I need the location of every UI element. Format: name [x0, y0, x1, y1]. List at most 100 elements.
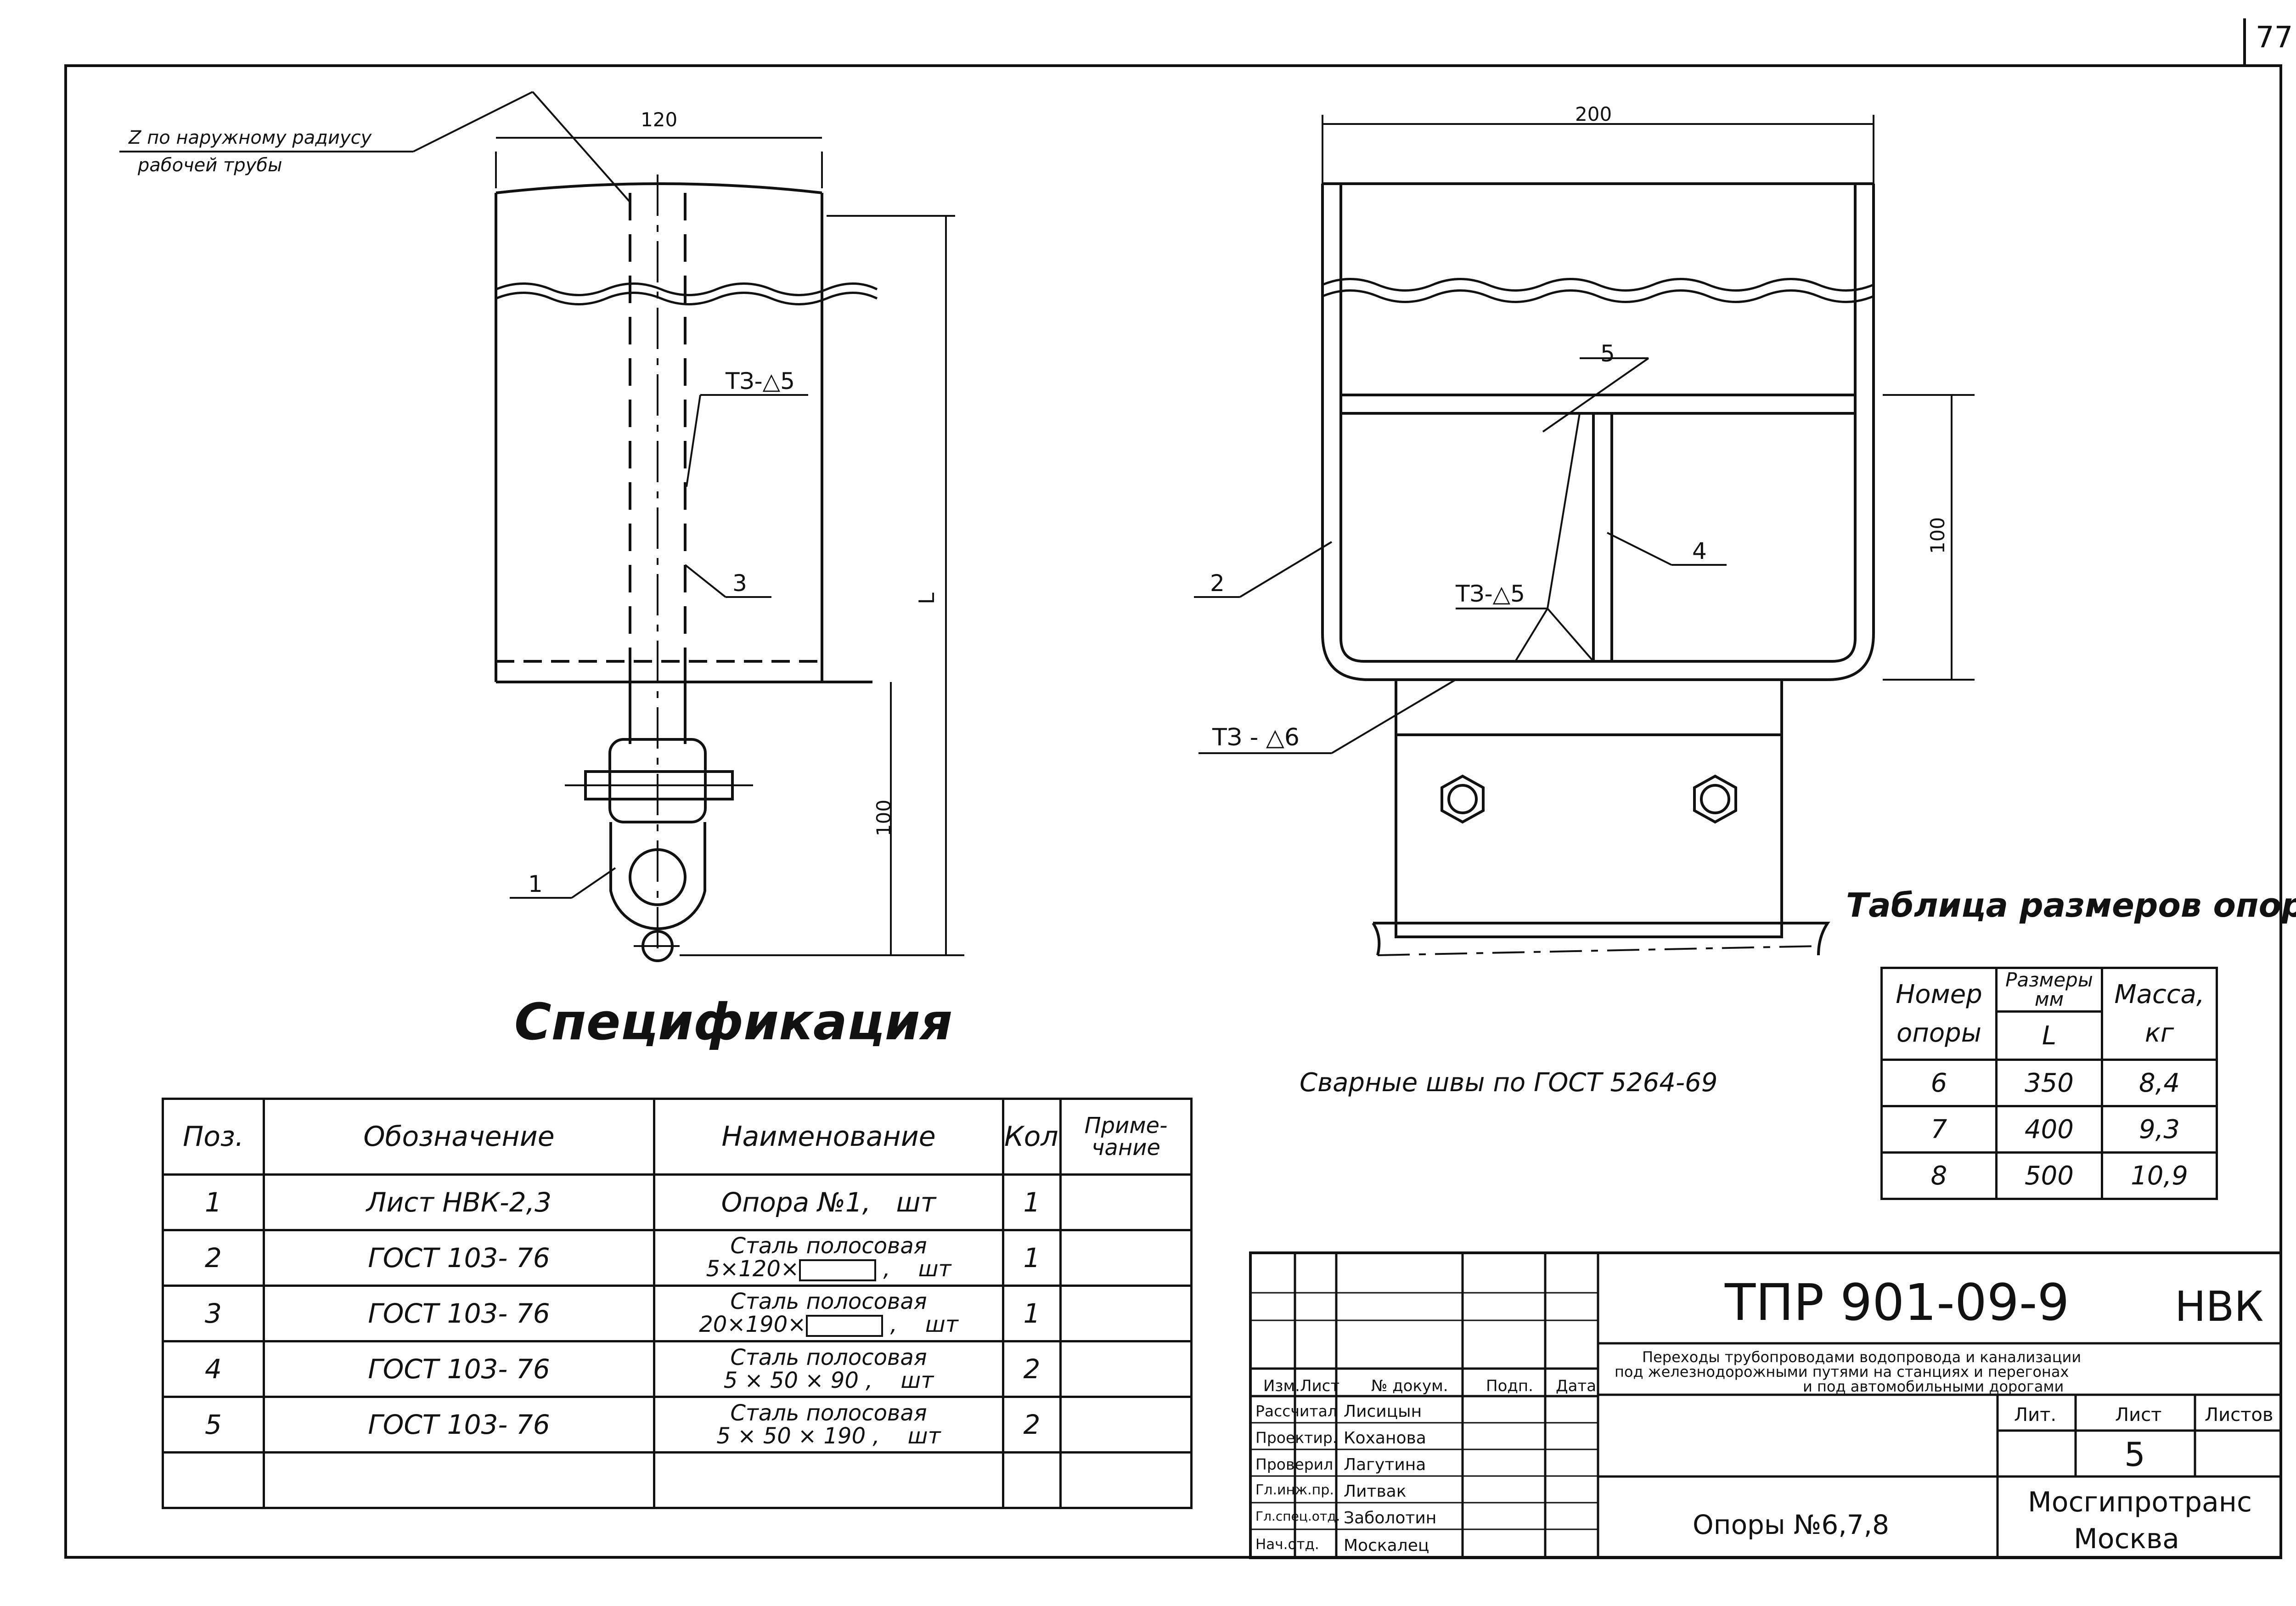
spec-name-line1: Сталь полосовая	[730, 1233, 927, 1259]
tb-description-line3: и под автомобильными дорогами	[1803, 1378, 2064, 1395]
right-dim-width: 200	[1575, 103, 1612, 125]
tb-person: Заболотин	[1344, 1509, 1437, 1527]
sizes-mass: 9,3	[2101, 1105, 2218, 1154]
sizes-mass: 10,9	[2101, 1151, 2218, 1200]
sizes-header-mass: Масса, кг	[2101, 967, 2218, 1061]
spec-name-line1: Сталь полосовая	[730, 1344, 927, 1370]
page-number-divider	[2243, 18, 2246, 64]
tb-person: Лисицын	[1344, 1402, 1422, 1421]
spec-name-line2: 5×120×	[706, 1256, 799, 1282]
spec-name-line2: 5 × 50 × 90 ,	[723, 1368, 873, 1393]
callout-2: 2	[1210, 570, 1225, 597]
callout-1: 1	[528, 871, 543, 897]
sizes-title: Таблица размеров опор	[1846, 886, 2296, 924]
sizes-num: 6	[1880, 1059, 1998, 1107]
spec-name-line1: Опора №1,	[721, 1187, 871, 1218]
tb-person: Литвак	[1344, 1482, 1407, 1501]
sizes-num: 8	[1880, 1151, 1998, 1200]
spec-designation: ГОСТ 103- 76	[263, 1285, 655, 1342]
spec-qty: 2	[1002, 1396, 1062, 1454]
title-block-grid	[1249, 1251, 2282, 1559]
frame-left	[64, 64, 67, 1557]
spec-note	[1059, 1229, 1193, 1287]
tb-col-date: Дата	[1556, 1377, 1597, 1395]
spec-row: 1 Лист НВК-2,3 Опора №1, шт 1	[162, 1173, 1193, 1231]
spec-name-line2: 20×190×	[699, 1312, 806, 1338]
sizes-row: 6 350 8,4	[1880, 1059, 2218, 1107]
sizes-num: 7	[1880, 1105, 1998, 1154]
spec-designation: ГОСТ 103- 76	[263, 1229, 655, 1287]
tb-role: Гл.спец.отд.	[1255, 1509, 1340, 1524]
sizes-L: 400	[1995, 1105, 2103, 1154]
spec-pos: 3	[162, 1285, 265, 1342]
tb-description-line2: под железнодорожными путями на станциях …	[1615, 1363, 2069, 1381]
spec-pos: 1	[162, 1173, 265, 1231]
tb-description-line1: Переходы трубопроводами водопровода и ка…	[1642, 1348, 2082, 1366]
title-block: Изм. Лист № докум. Подп. Дата Рассчитал …	[1249, 1251, 2282, 1559]
spec-designation: Лист НВК-2,3	[263, 1173, 655, 1231]
spec-note	[1059, 1396, 1193, 1454]
spec-header-note: Приме- чание	[1059, 1098, 1193, 1176]
tb-organization-line2: Москва	[2074, 1523, 2179, 1555]
frame-top	[64, 64, 2282, 67]
sizes-header-dims: Размеры мм	[1995, 967, 2103, 1013]
specification-table: Поз. Обозначение Наименование Кол. Приме…	[162, 1098, 1193, 1509]
tb-sheet-number: 5	[2124, 1435, 2145, 1474]
pipe-radius-note-line2: рабочей трубы	[138, 155, 282, 176]
tb-role: Проверил	[1255, 1455, 1334, 1473]
spec-unit: шт	[925, 1312, 958, 1338]
tb-object-name: Опоры №6,7,8	[1693, 1509, 1890, 1540]
left-weld-label: ТЗ-△5	[726, 368, 795, 394]
spec-pos: 2	[162, 1229, 265, 1287]
spec-name: Опора №1, шт	[653, 1173, 1004, 1231]
tb-role: Рассчитал	[1255, 1402, 1337, 1420]
frame-bottom	[64, 1556, 2282, 1559]
tb-person: Коханова	[1344, 1429, 1426, 1448]
sizes-L: 500	[1995, 1151, 2103, 1200]
pipe-arc	[495, 182, 822, 194]
weld-note: Сварные швы по ГОСТ 5264-69	[1300, 1068, 1718, 1098]
callout-4: 4	[1692, 538, 1707, 564]
spec-header-qty: Кол.	[1002, 1098, 1062, 1176]
tb-role: Нач.отд.	[1255, 1536, 1319, 1553]
sizes-header-row: Номер опоры Размеры мм Масса, кг	[1880, 967, 2218, 1061]
spec-row-empty	[162, 1451, 1193, 1509]
spec-qty: 2	[1002, 1340, 1062, 1398]
tb-person: Лагутина	[1344, 1455, 1426, 1474]
spec-unit: шт	[918, 1256, 951, 1282]
spec-unit: шт	[896, 1187, 936, 1218]
spec-name-line2: 5 × 50 × 190 ,	[716, 1423, 880, 1449]
spec-title: Спецификация	[514, 992, 953, 1051]
sizes-L: 350	[1995, 1059, 2103, 1107]
spec-designation: ГОСТ 103- 76	[263, 1396, 655, 1454]
left-dim-width: 120	[641, 108, 678, 131]
tb-role: Проектир.	[1255, 1429, 1338, 1447]
spec-header-designation: Обозначение	[263, 1098, 655, 1176]
left-dim-100: 100	[872, 799, 895, 837]
tb-sheets-label: Листов	[2205, 1404, 2273, 1426]
tb-col-doc: № докум.	[1371, 1377, 1448, 1395]
tb-section: НВК	[2175, 1283, 2264, 1331]
spec-name-line1: Сталь полосовая	[730, 1400, 927, 1426]
tb-col-list: Лист	[1300, 1377, 1340, 1395]
spec-qty: 1	[1002, 1285, 1062, 1342]
spec-qty: 1	[1002, 1173, 1062, 1231]
spec-header-pos: Поз.	[162, 1098, 265, 1176]
sizes-subheader-L: L	[1995, 1010, 2103, 1061]
spec-note	[1059, 1285, 1193, 1342]
spec-unit: шт	[907, 1423, 941, 1449]
tb-person: Москалец	[1344, 1536, 1429, 1555]
right-dim-100: 100	[1926, 517, 1949, 554]
frame-right	[2279, 64, 2282, 1559]
left-dim-L: L	[914, 592, 939, 604]
sizes-mass: 8,4	[2101, 1059, 2218, 1107]
right-weld-label-1: ТЗ-△5	[1456, 580, 1525, 607]
spec-unit: шт	[900, 1368, 934, 1393]
